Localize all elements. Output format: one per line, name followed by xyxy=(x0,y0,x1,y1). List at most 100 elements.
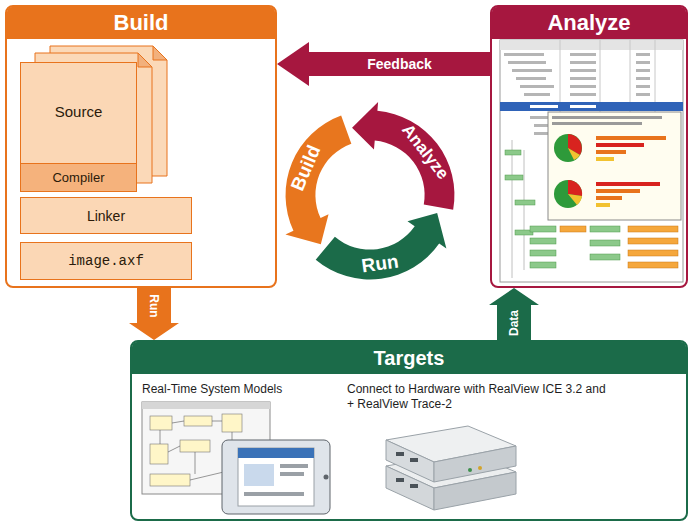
arrow-label: Feedback xyxy=(367,56,432,72)
profiler-screenshot-part-part xyxy=(520,85,554,88)
profiler-screenshot-part-part xyxy=(515,200,535,205)
profiler-screenshot-part-part xyxy=(570,69,596,72)
profiler-screenshot-part-part xyxy=(505,150,521,155)
node-label: Linker xyxy=(87,208,125,224)
block-arrow xyxy=(277,42,490,86)
profiler-screenshot-part xyxy=(552,116,662,119)
system-model-screenshot-part xyxy=(280,472,304,476)
trace-hardware-part-part xyxy=(410,484,418,488)
target-caption: Real-Time System Models xyxy=(142,382,337,397)
profiler-screenshot-part xyxy=(500,40,683,282)
profiler-screenshot-part-part xyxy=(590,254,620,260)
profiler-screenshot-part xyxy=(596,143,644,147)
profiler-screenshot-part-part xyxy=(628,250,678,256)
system-model-screenshot-part-part xyxy=(150,444,168,464)
trace-hardware-part xyxy=(468,468,472,472)
profiler-screenshot-part-part xyxy=(570,53,596,56)
profiler-screenshot-part xyxy=(596,150,626,154)
profiler-screenshot-part-part xyxy=(530,250,556,256)
trace-hardware-part-part xyxy=(410,458,418,462)
panel-heading: Targets xyxy=(132,342,686,374)
cycle-ring-part xyxy=(316,213,447,279)
trace-hardware-part xyxy=(396,452,418,488)
node-label: image.axf xyxy=(68,253,144,269)
system-model-screenshot-part xyxy=(238,448,314,506)
back-pages-part xyxy=(138,53,152,67)
profiler-screenshot-part-part xyxy=(512,69,552,72)
cycle-ring xyxy=(285,102,454,279)
profiler-screenshot-part xyxy=(596,196,622,200)
cycle-ring-part xyxy=(352,102,454,210)
profiler-screenshot-part xyxy=(596,157,614,161)
trace-hardware-part xyxy=(434,446,516,482)
profiler-screenshot-part-part xyxy=(530,262,556,268)
system-model-screenshot-part-part xyxy=(180,440,210,452)
system-model-screenshot-part xyxy=(244,492,304,496)
system-model-screenshot-part-part xyxy=(150,416,172,430)
profiler-screenshot-part-part xyxy=(636,53,650,56)
targets-panel: TargetsReal-Time System ModelsConnect to… xyxy=(130,340,688,521)
system-model-screenshot-part-part xyxy=(172,421,184,423)
profiler-screenshot-part-part xyxy=(560,226,586,232)
profiler-screenshot-part-part xyxy=(628,238,678,244)
block-arrow xyxy=(129,288,179,340)
profiler-screenshot-part xyxy=(504,53,650,96)
image-file-box: image.axf xyxy=(20,242,192,280)
profiler-screenshot-part xyxy=(655,40,656,112)
analyze-panel: Analyze xyxy=(490,5,688,288)
profiler-screenshot-part xyxy=(630,40,631,112)
system-model-screenshot-part xyxy=(160,421,232,480)
trace-hardware-part-part xyxy=(396,478,404,482)
profiler-screenshot-part xyxy=(524,150,525,270)
compiler-band: Compiler xyxy=(21,163,136,191)
profiler-screenshot-part xyxy=(512,140,513,278)
profiler-screenshot-part xyxy=(548,112,681,220)
system-model-screenshot-part-part xyxy=(195,452,196,474)
arrow-label: Data xyxy=(507,309,521,335)
node-label: Compiler xyxy=(52,164,104,191)
system-model-screenshot-part-part xyxy=(212,421,222,422)
profiler-screenshot-part xyxy=(596,136,666,140)
panel-heading: Analyze xyxy=(492,7,686,39)
system-model-screenshot-part-part xyxy=(168,446,180,452)
profiler-screenshot-part xyxy=(596,182,660,186)
profiler-screenshot-part-part xyxy=(636,61,650,64)
profiler-screenshot-part xyxy=(500,102,683,111)
profiler-screenshot-part-part xyxy=(628,226,678,232)
profiler-screenshot-part-part xyxy=(530,238,556,244)
profiler-screenshot-part-part xyxy=(628,262,678,268)
profiler-screenshot-part-part xyxy=(590,240,620,246)
profiler-screenshot-part-part xyxy=(516,77,546,80)
profiler-screenshot-part xyxy=(600,40,601,112)
source-page: SourceCompiler xyxy=(20,62,137,192)
linker-box: Linker xyxy=(20,197,192,234)
system-model-screenshot-part xyxy=(280,464,308,468)
profiler-screenshot-part-part xyxy=(570,93,596,96)
profiler-screenshot-part xyxy=(552,122,642,125)
profiler-screenshot-part-part xyxy=(570,77,596,80)
system-model-screenshot-part xyxy=(324,475,329,480)
panel-heading: Build xyxy=(7,7,275,39)
profiler-screenshot-part xyxy=(554,180,582,208)
cycle-ring-part xyxy=(285,116,351,245)
system-model-screenshot-part xyxy=(142,402,270,409)
profiler-screenshot-part xyxy=(530,105,558,108)
profiler-screenshot-part-part xyxy=(636,85,650,88)
profiler-screenshot-part xyxy=(560,40,561,112)
trace-hardware xyxy=(386,426,516,510)
back-pages-part xyxy=(153,46,167,60)
system-model-screenshot-part-part xyxy=(160,430,161,444)
block-arrow xyxy=(489,288,539,340)
trace-hardware-part xyxy=(478,466,482,470)
profiler-screenshot-part-part xyxy=(530,226,556,232)
profiler-screenshot-part xyxy=(568,180,582,196)
profiler-screenshot-part xyxy=(560,226,678,268)
node-label: Source xyxy=(55,103,103,120)
system-model-screenshot-part xyxy=(238,448,314,458)
profiler-screenshot-part xyxy=(596,189,640,193)
system-model-screenshot xyxy=(142,402,330,514)
profiler-screenshot-part-part xyxy=(505,175,523,180)
profiler-screenshot-part xyxy=(568,194,582,205)
system-model-screenshot-part-part xyxy=(184,416,212,426)
system-model-screenshot-part xyxy=(244,464,274,486)
